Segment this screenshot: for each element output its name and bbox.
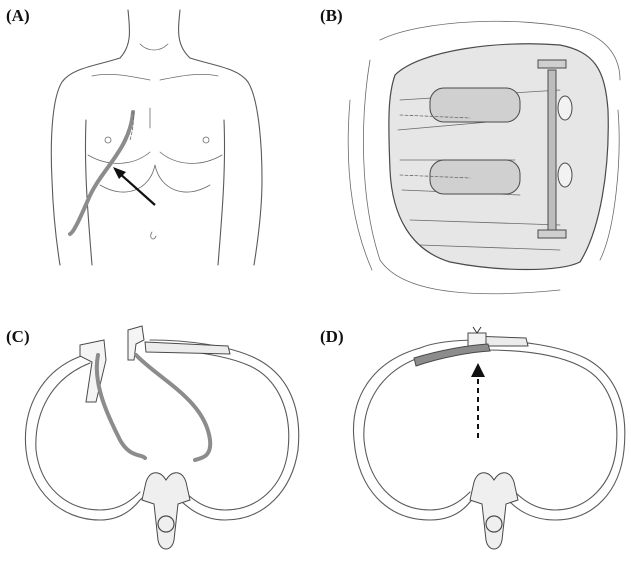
pectus-bar-d bbox=[414, 344, 490, 366]
muscle-field bbox=[389, 44, 608, 270]
nipple-left bbox=[105, 137, 111, 143]
suture-d bbox=[473, 327, 481, 333]
vertebra-d bbox=[470, 473, 518, 549]
rib-lower bbox=[430, 160, 520, 194]
chest-lines bbox=[88, 152, 222, 192]
bar-left-c bbox=[97, 355, 145, 458]
navel bbox=[151, 232, 156, 239]
stabilizer-bottom bbox=[538, 230, 566, 238]
nipple-right bbox=[203, 137, 209, 143]
panel-b-operative-view bbox=[348, 21, 620, 293]
panel-c-cross-section bbox=[25, 326, 298, 549]
pectus-bar-b bbox=[548, 70, 556, 230]
arrow-a-shaft bbox=[118, 172, 155, 205]
vertebra-c bbox=[142, 473, 190, 549]
stabilizer-top bbox=[538, 60, 566, 68]
sternum-c bbox=[145, 342, 230, 354]
bar-right-c bbox=[136, 355, 210, 460]
arrow-d-head bbox=[471, 363, 485, 377]
clavicles bbox=[92, 74, 218, 80]
neck-outline bbox=[120, 10, 190, 58]
panel-d-cross-section bbox=[354, 327, 625, 549]
rib-upper bbox=[430, 88, 520, 122]
panel-a-torso-illustration bbox=[51, 10, 262, 265]
shoulders-and-arms bbox=[51, 58, 262, 265]
